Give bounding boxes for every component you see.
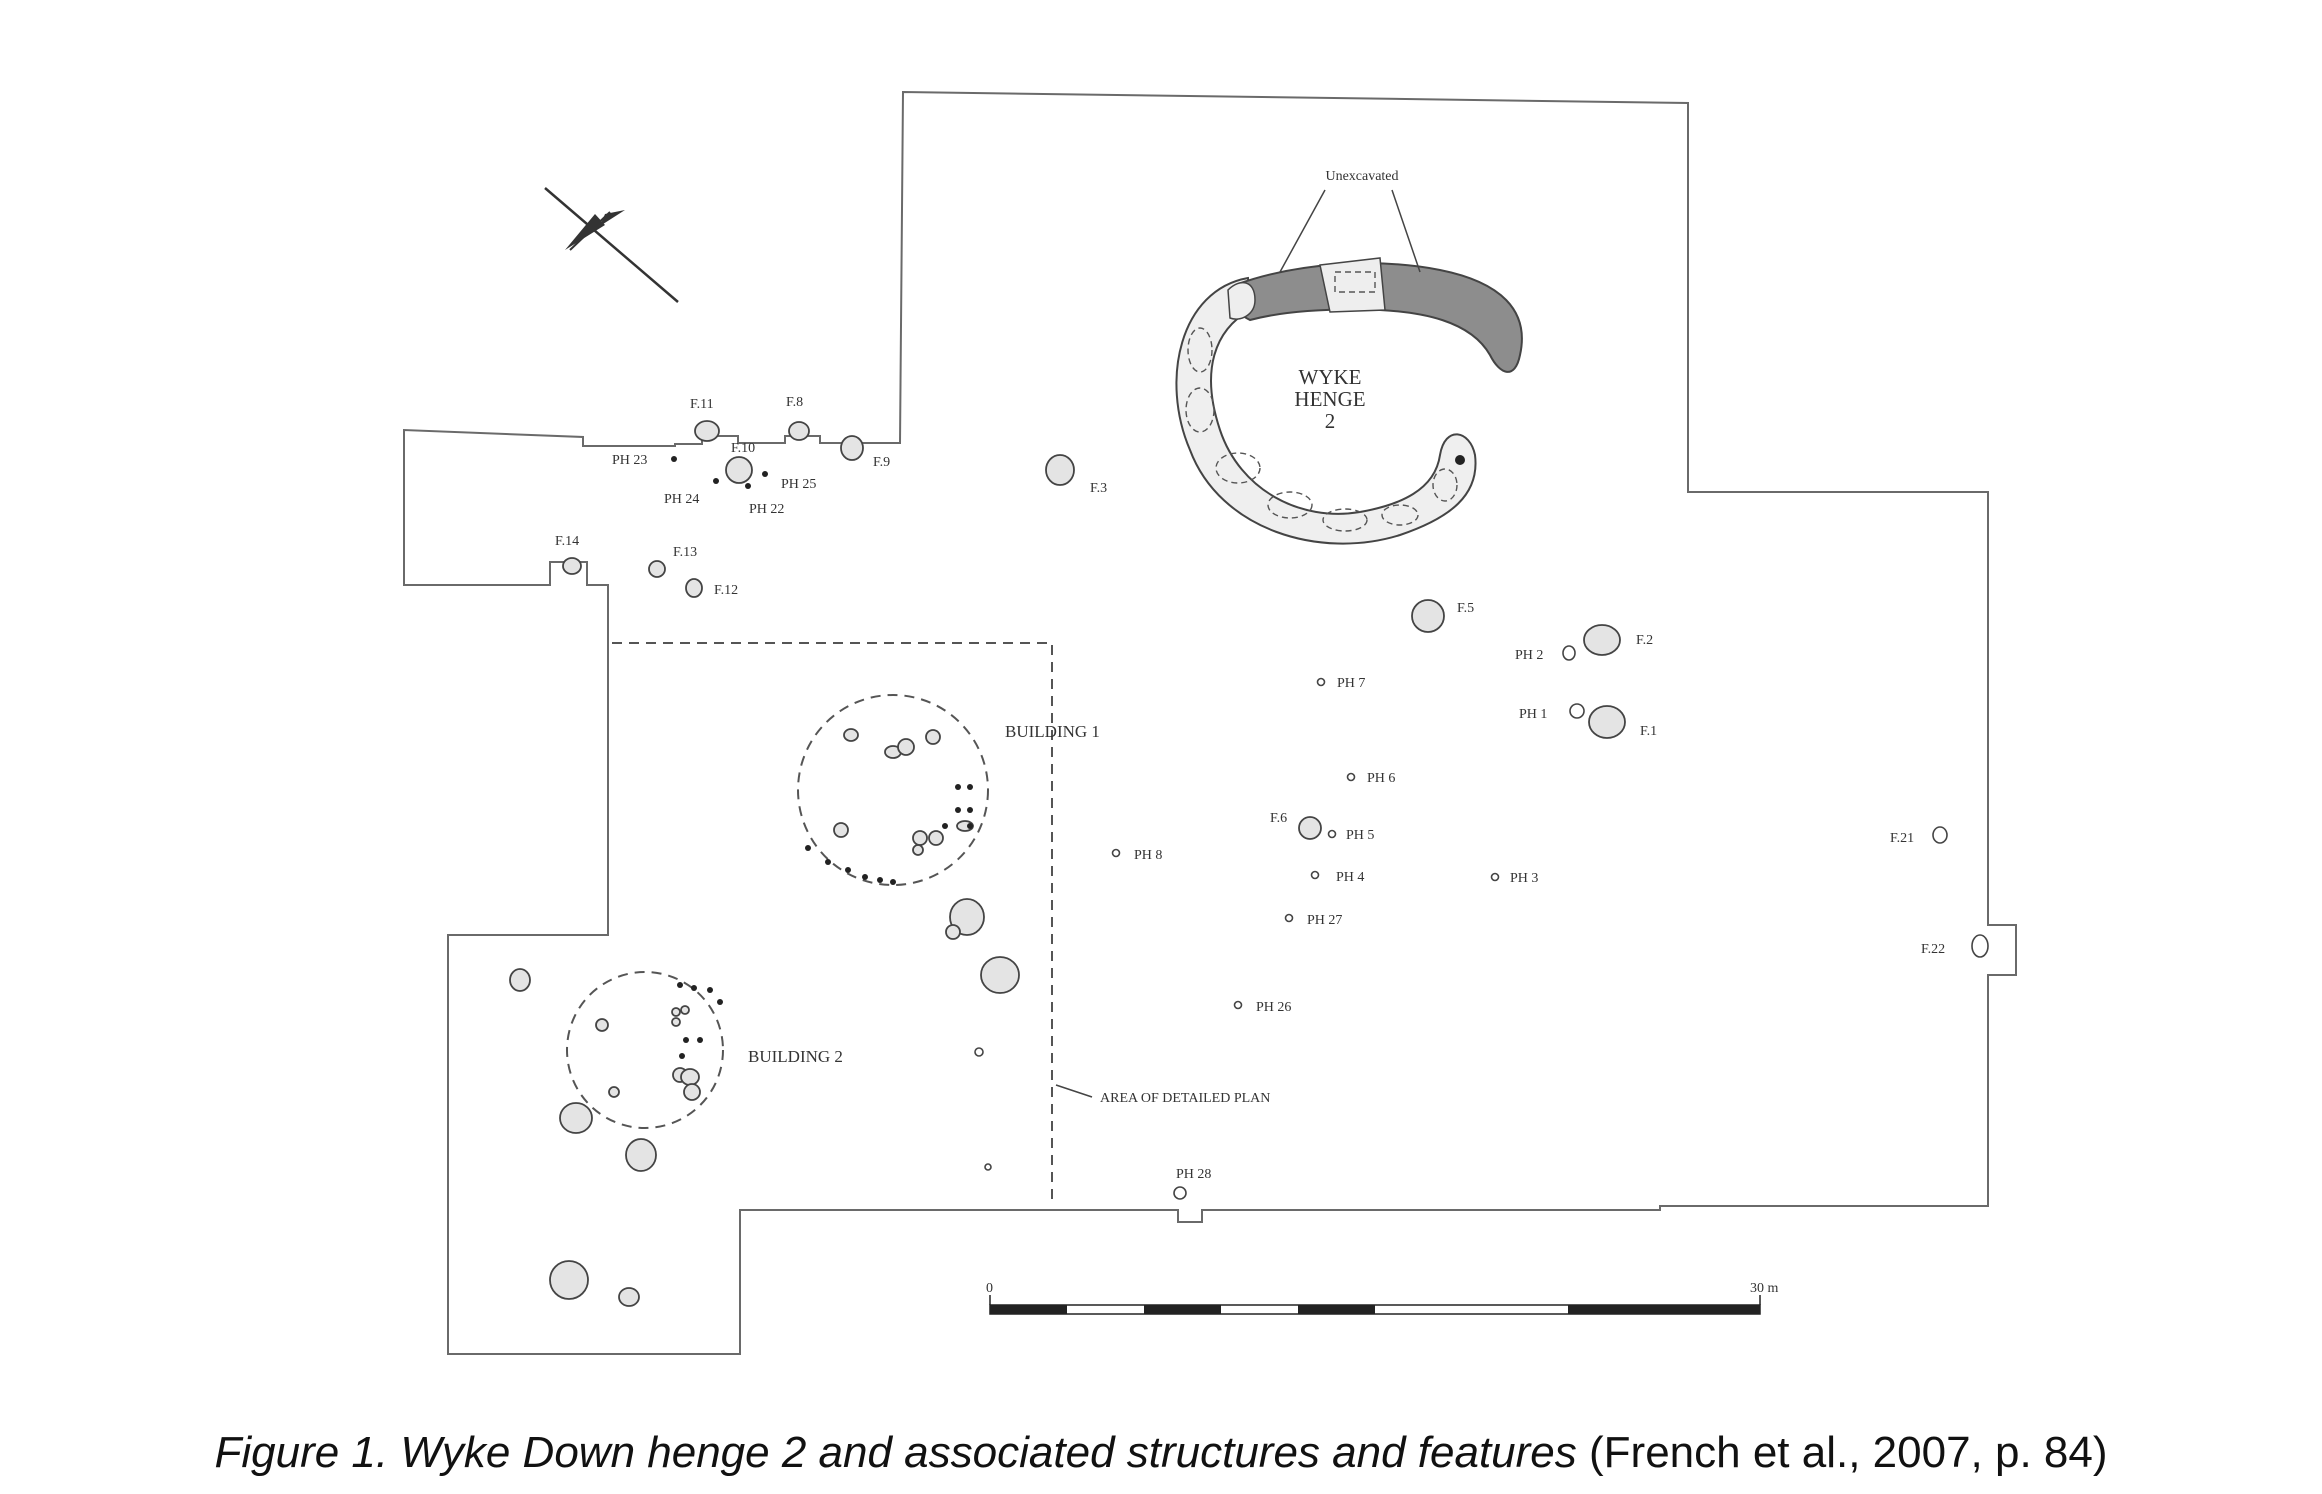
posthole-ph7 <box>1316 677 1326 687</box>
feature-f13-label: F.13 <box>673 545 697 560</box>
posthole-ph24-label: PH 24 <box>664 492 699 507</box>
posthole-ph1 <box>1569 703 1585 719</box>
scale-bar <box>989 1295 1761 1315</box>
feature-f14-label: F.14 <box>555 534 579 549</box>
figure-caption: Figure 1. Wyke Down henge 2 and associat… <box>0 1428 2322 1478</box>
feature-f8 <box>788 421 810 441</box>
posthole-ph6 <box>1346 772 1356 782</box>
posthole-ph1-label: PH 1 <box>1519 707 1547 722</box>
posthole-ph6-label: PH 6 <box>1367 771 1395 786</box>
pit <box>974 1047 984 1057</box>
posthole-ph22 <box>745 483 751 489</box>
posthole-ph8 <box>1111 848 1121 858</box>
north-arrow-icon <box>544 187 679 303</box>
site-plan: Unexcavated WYKE HENGE 2 AREA OF DETAILE… <box>403 90 2017 1355</box>
posthole-ph5-label: PH 5 <box>1346 828 1374 843</box>
feature-f1 <box>1588 705 1626 739</box>
building-2-ring <box>566 971 724 1129</box>
posthole-ph26-label: PH 26 <box>1256 1000 1291 1015</box>
pit <box>625 1138 657 1172</box>
posthole-ph25 <box>762 471 768 477</box>
posthole-ph3 <box>1490 872 1500 882</box>
henge-name-line3: 2 <box>1325 409 1336 433</box>
pit <box>949 898 985 936</box>
posthole-ph4 <box>1310 870 1320 880</box>
pit <box>945 924 961 940</box>
feature-f11 <box>694 420 720 442</box>
caption-citation: (French et al., 2007, p. 84) <box>1576 1428 2108 1477</box>
feature-f8-label: F.8 <box>786 395 803 410</box>
feature-f21 <box>1932 826 1948 844</box>
pit <box>984 1163 992 1171</box>
unexcavated-label: Unexcavated <box>1325 169 1398 184</box>
posthole-ph8-label: PH 8 <box>1134 848 1162 863</box>
feature-f9 <box>840 435 864 461</box>
feature-f6 <box>1298 816 1322 840</box>
henge-name-line1: WYKE <box>1299 365 1362 389</box>
posthole-ph25-label: PH 25 <box>781 477 816 492</box>
pit <box>618 1287 640 1307</box>
posthole-ph27 <box>1284 913 1294 923</box>
excavation-boundary <box>403 90 2017 1355</box>
feature-f12 <box>685 578 703 598</box>
feature-f22 <box>1971 934 1989 958</box>
feature-f5 <box>1411 599 1445 633</box>
feature-f10-label: F.10 <box>731 441 755 456</box>
feature-f9-label: F.9 <box>873 455 890 470</box>
posthole-ph7-label: PH 7 <box>1337 676 1365 691</box>
feature-f3 <box>1045 454 1075 486</box>
building-1-ring <box>797 694 989 886</box>
feature-f14 <box>562 557 582 575</box>
posthole-ph28 <box>1173 1186 1187 1200</box>
posthole-ph5 <box>1327 829 1337 839</box>
feature-f3-label: F.3 <box>1090 481 1107 496</box>
scale-end-label: 30 m <box>1750 1281 1779 1296</box>
feature-f11-label: F.11 <box>690 397 714 412</box>
posthole-ph22-label: PH 22 <box>749 502 784 517</box>
posthole-ph28-label: PH 28 <box>1176 1167 1211 1182</box>
feature-f22-label: F.22 <box>1921 942 1945 957</box>
area-of-detailed-plan-label: AREA OF DETAILED PLAN <box>1100 1091 1270 1106</box>
feature-f1-label: F.1 <box>1640 724 1657 739</box>
building-2-label: BUILDING 2 <box>748 1047 843 1066</box>
pit <box>559 1102 593 1134</box>
posthole-ph2 <box>1562 645 1576 661</box>
feature-f13 <box>648 560 666 578</box>
posthole-ph4-label: PH 4 <box>1336 870 1364 885</box>
posthole-ph24 <box>713 478 719 484</box>
feature-f5-label: F.5 <box>1457 601 1474 616</box>
pit <box>980 956 1020 994</box>
pit <box>509 968 531 992</box>
feature-f6-label: F.6 <box>1270 811 1287 826</box>
posthole-ph26 <box>1233 1000 1243 1010</box>
building-2-postholes <box>595 982 723 1101</box>
scale-start-label: 0 <box>986 1281 993 1296</box>
posthole-ph23-label: PH 23 <box>612 453 647 468</box>
feature-f10 <box>725 456 753 484</box>
posthole-ph27-label: PH 27 <box>1307 913 1342 928</box>
detailed-plan-boundary <box>612 642 1053 1200</box>
feature-f2 <box>1583 624 1621 656</box>
posthole-ph23 <box>671 456 677 462</box>
henge-name-line2: HENGE <box>1294 387 1365 411</box>
pit <box>549 1260 589 1300</box>
feature-f12-label: F.12 <box>714 583 738 598</box>
posthole-ph3-label: PH 3 <box>1510 871 1538 886</box>
building-1-label: BUILDING 1 <box>1005 722 1100 741</box>
feature-f21-label: F.21 <box>1890 831 1914 846</box>
building-1-postholes <box>805 728 974 885</box>
feature-f2-label: F.2 <box>1636 633 1653 648</box>
posthole-ph2-label: PH 2 <box>1515 648 1543 663</box>
caption-title: Figure 1. Wyke Down henge 2 and associat… <box>214 1428 1577 1477</box>
henge-ditch <box>1175 189 1523 545</box>
